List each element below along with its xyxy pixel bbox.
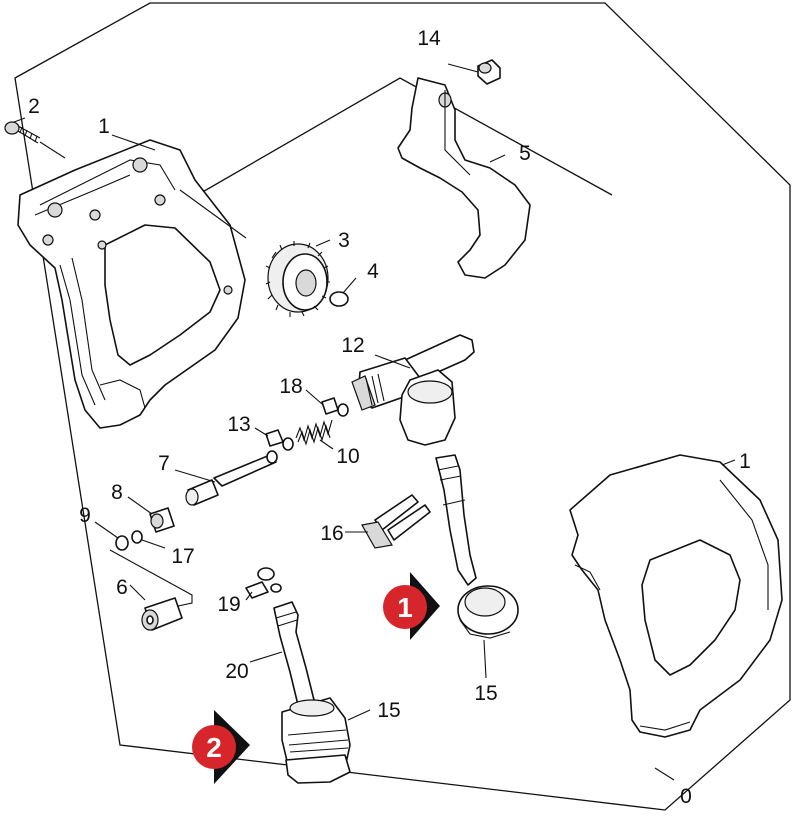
label-part-1-top: 1 — [98, 115, 110, 138]
label-part-17: 17 — [171, 545, 194, 568]
part-7-valve-stem — [185, 450, 278, 506]
label-part-15-mid: 15 — [474, 682, 497, 705]
label-part-2: 2 — [28, 95, 40, 118]
label-part-4: 4 — [367, 260, 379, 283]
label-part-9: 9 — [79, 504, 91, 527]
part-6-plug — [141, 597, 183, 631]
badge-1-circle — [383, 585, 427, 629]
label-part-15-bottom: 15 — [377, 699, 400, 722]
part-17-ring — [131, 530, 143, 544]
badge-2-circle — [192, 725, 236, 769]
part-15-nozzle-assembly — [281, 697, 351, 784]
part-16-clip — [361, 494, 431, 549]
label-part-8: 8 — [111, 481, 123, 504]
part-15-coupling-ring — [457, 585, 519, 639]
part-20-nozzle-shaft — [273, 601, 315, 706]
part-13-washer — [265, 429, 294, 451]
part-4-o-ring — [329, 291, 349, 307]
part-8-bush — [149, 507, 175, 533]
part-18-seal — [321, 397, 349, 417]
part-number-labels: 0 1 1 2 3 4 5 6 7 8 9 10 12 13 14 15 15 … — [28, 27, 751, 808]
part-3-gear-wheel — [265, 241, 330, 317]
part-12-nozzle-body — [351, 334, 475, 446]
part-2-screw — [4, 121, 41, 144]
label-part-0: 0 — [680, 785, 692, 808]
label-part-10: 10 — [336, 445, 359, 468]
part-1-handle-frame — [17, 139, 246, 429]
label-part-13: 13 — [227, 413, 250, 436]
badge-2-number: 2 — [206, 732, 222, 763]
nozzle-shaft-upper — [435, 454, 477, 586]
part-5-trigger — [397, 77, 531, 279]
label-part-3: 3 — [338, 229, 350, 252]
badge-1-number: 1 — [397, 592, 413, 623]
label-part-14: 14 — [417, 27, 441, 50]
variant-badge-2: 2 — [192, 710, 250, 784]
part-10-spring — [295, 419, 333, 446]
variant-badge-1: 1 — [383, 572, 440, 640]
inner-frame-line — [179, 77, 613, 206]
label-part-12: 12 — [341, 334, 364, 357]
part-19-o-rings — [245, 567, 282, 599]
part-14-pin — [477, 59, 501, 85]
label-part-20: 20 — [225, 660, 248, 683]
label-part-7: 7 — [158, 452, 170, 475]
label-part-19: 19 — [217, 593, 240, 616]
label-part-18: 18 — [279, 375, 302, 398]
part-1-handle-cover — [569, 454, 783, 738]
label-part-16: 16 — [320, 522, 343, 545]
label-part-1-right: 1 — [739, 450, 751, 473]
part-9-ring — [115, 535, 129, 551]
label-part-5: 5 — [519, 142, 531, 165]
label-part-6: 6 — [116, 576, 128, 599]
leader-lines — [13, 63, 736, 781]
